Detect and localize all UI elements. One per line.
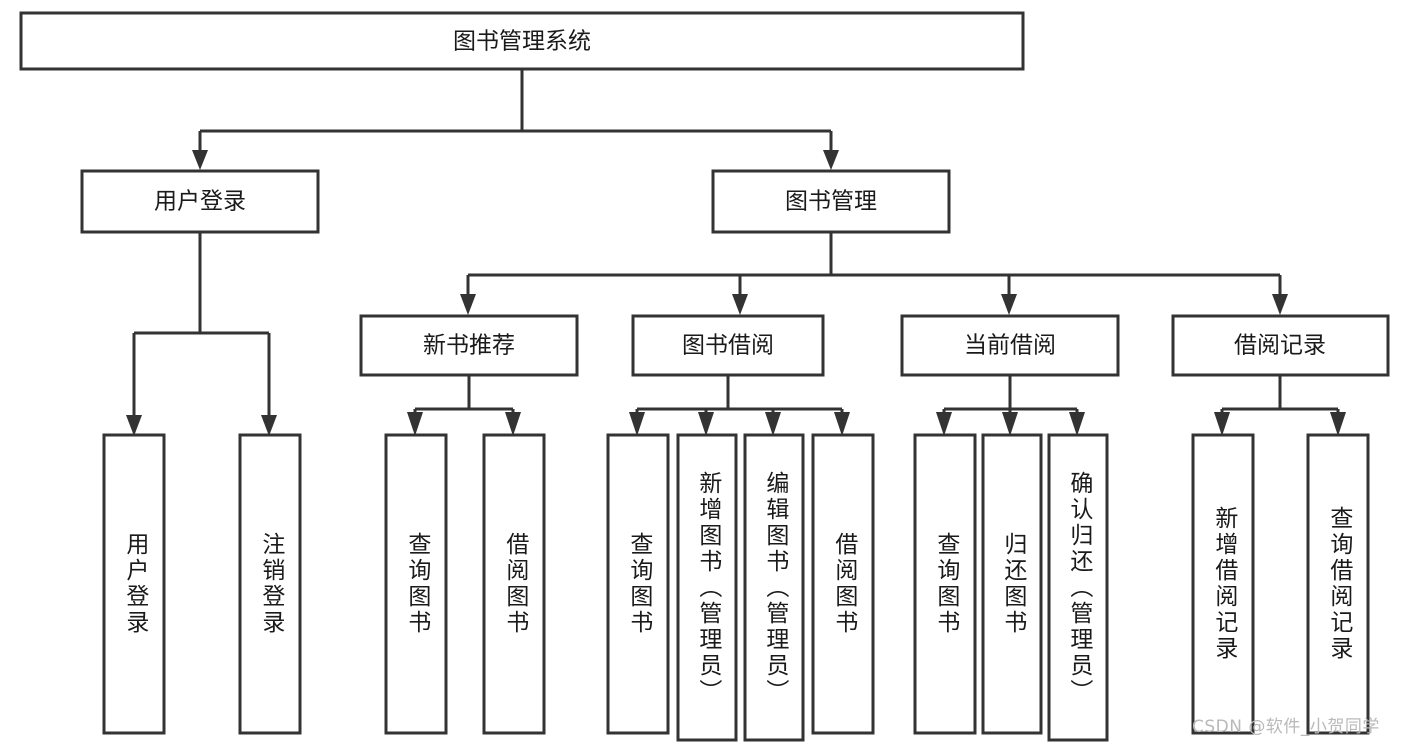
node-borrow-record-box	[1171, 314, 1390, 377]
arrow-head-new-book-leaf2	[505, 412, 521, 436]
arrow-head-book-borrow-leaf1	[629, 412, 645, 436]
node-root-label: 图书管理系统	[453, 29, 591, 55]
arrow-head-current-borrow-leaf3	[1069, 412, 1085, 436]
arrow-head-user-login	[192, 150, 208, 170]
node-root-box	[19, 11, 1025, 71]
node-current-borrow: 当前借阅	[900, 314, 1120, 377]
node-new-book-recommend: 新书推荐	[359, 314, 579, 377]
connector-borrow-record-to-leaves	[1214, 375, 1346, 436]
connector-user-login-to-leaves	[126, 232, 277, 436]
leaf-box-book-borrow-3	[743, 433, 805, 742]
leaf-box-book-borrow-2	[676, 433, 738, 742]
connector-new-book-to-leaves	[407, 375, 521, 436]
leaf-box-book-borrow-4	[811, 433, 875, 735]
leaf-box-new-book-1	[384, 433, 448, 735]
arrow-head-borrow-record-leaf1	[1214, 412, 1230, 436]
csdn-watermark: CSDN @软件_小贺同学	[1192, 717, 1380, 737]
node-book-borrow-label: 图书借阅	[682, 333, 774, 359]
node-current-borrow-label: 当前借阅	[964, 333, 1056, 359]
node-borrow-record: 借阅记录	[1171, 314, 1390, 377]
leaf-box-borrow-record-1	[1191, 433, 1255, 735]
node-borrow-record-label: 借阅记录	[1234, 333, 1326, 359]
node-book-management: 图书管理	[711, 169, 951, 234]
node-book-management-label: 图书管理	[785, 189, 877, 215]
arrow-head-book-borrow-leaf4	[834, 412, 850, 436]
arrow-head-book-borrow	[732, 294, 748, 315]
node-new-book-recommend-box	[359, 314, 579, 377]
connector-book-mgmt-to-level3	[460, 232, 1288, 315]
leaf-box-book-borrow-1	[606, 433, 670, 735]
arrow-head-current-borrow-leaf1	[936, 412, 952, 436]
leaf-box-current-borrow-3	[1047, 433, 1109, 742]
arrow-head-borrow-record	[1272, 294, 1288, 315]
node-root: 图书管理系统	[19, 11, 1025, 71]
connector-root-to-level2	[192, 69, 839, 170]
node-user-login-label: 用户登录	[154, 189, 246, 215]
node-book-borrow-box	[631, 314, 825, 377]
connector-current-borrow-to-leaves	[936, 375, 1085, 436]
arrow-head-book-borrow-leaf3	[765, 412, 781, 436]
arrow-head-current-borrow	[1001, 294, 1017, 315]
node-book-borrow: 图书借阅	[631, 314, 825, 377]
leaf-box-current-borrow-2	[981, 433, 1043, 735]
arrow-head-user-login-leaf2	[261, 415, 277, 436]
arrow-head-book-mgmt	[823, 150, 839, 170]
arrow-head-user-login-leaf1	[126, 415, 142, 436]
node-book-management-box	[711, 169, 951, 234]
leaf-box-user-login-1	[102, 433, 166, 735]
node-user-login: 用户登录	[80, 169, 320, 234]
arrow-head-new-book	[460, 294, 476, 315]
arrow-head-borrow-record-leaf2	[1330, 412, 1346, 436]
node-current-borrow-box	[900, 314, 1120, 377]
node-new-book-recommend-label: 新书推荐	[423, 333, 515, 359]
arrow-head-book-borrow-leaf2	[698, 412, 714, 436]
leaf-box-new-book-2	[482, 433, 546, 735]
leaf-box-user-login-2	[238, 433, 302, 735]
connector-book-borrow-to-leaves	[629, 375, 850, 436]
arrow-head-new-book-leaf1	[407, 412, 423, 436]
leaf-box-current-borrow-1	[913, 433, 977, 735]
leaf-box-borrow-record-2	[1306, 433, 1370, 735]
arrow-head-current-borrow-leaf2	[1002, 412, 1018, 436]
